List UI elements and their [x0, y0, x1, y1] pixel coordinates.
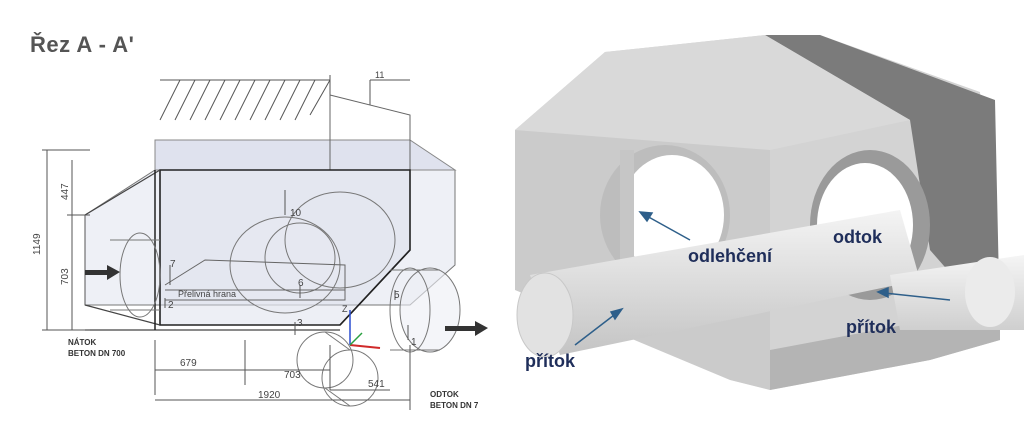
overflow-edge-label: Přelivná hrana [178, 289, 236, 299]
dim-541: 541 [368, 379, 385, 390]
flow-arrows [85, 265, 488, 336]
dims-left [42, 149, 90, 331]
section-drawing-panel: Řez A - A' 11 [0, 0, 500, 430]
relief-opening [600, 145, 730, 285]
dim-11-label: 11 [375, 70, 384, 80]
dim-2: 2 [168, 300, 174, 311]
inflow-right-label: přítok [846, 317, 897, 337]
3d-model-panel: odlehčení odtok přítok přítok [500, 0, 1024, 430]
dim-7: 7 [170, 259, 176, 270]
inflow-left-label: přítok [525, 351, 576, 371]
dim-3: 3 [297, 318, 303, 329]
outflow-label: odtok [833, 227, 883, 247]
overflow-weir [164, 259, 346, 301]
section-title: Řez A - A' [30, 32, 135, 57]
dim-703-bottom: 703 [284, 370, 301, 381]
pipes [110, 191, 461, 407]
inlet-label: NÁTOK [68, 338, 97, 347]
dim-1149: 1149 [32, 233, 43, 255]
relief-label: odlehčení [688, 246, 773, 266]
axis-z-label: Z [342, 304, 348, 314]
section-drawing: 11 [32, 70, 488, 410]
inflow-pipe-right [890, 255, 1024, 330]
dim-6: 6 [298, 278, 304, 289]
dim-703: 703 [60, 268, 71, 285]
dim-10: 10 [290, 208, 302, 219]
3d-model: odlehčení odtok přítok přítok [515, 35, 1024, 390]
ground-hatching [159, 79, 331, 121]
inflow-pipe-left [516, 210, 920, 358]
dim-447: 447 [60, 183, 71, 200]
dim-1: 1 [411, 337, 417, 348]
dims-bottom [154, 340, 411, 410]
outlet-label: ODTOK [430, 390, 459, 399]
inlet-material: BETON DN 700 [68, 349, 126, 358]
axis-triad: Z [342, 304, 381, 349]
outlet-material: BETON DN 7 [430, 401, 479, 410]
dim-679: 679 [180, 358, 197, 369]
dim-5: 5 [394, 290, 400, 301]
inner-dims [164, 190, 409, 340]
dim-1920: 1920 [258, 390, 281, 401]
annotation-arrows [574, 211, 951, 346]
